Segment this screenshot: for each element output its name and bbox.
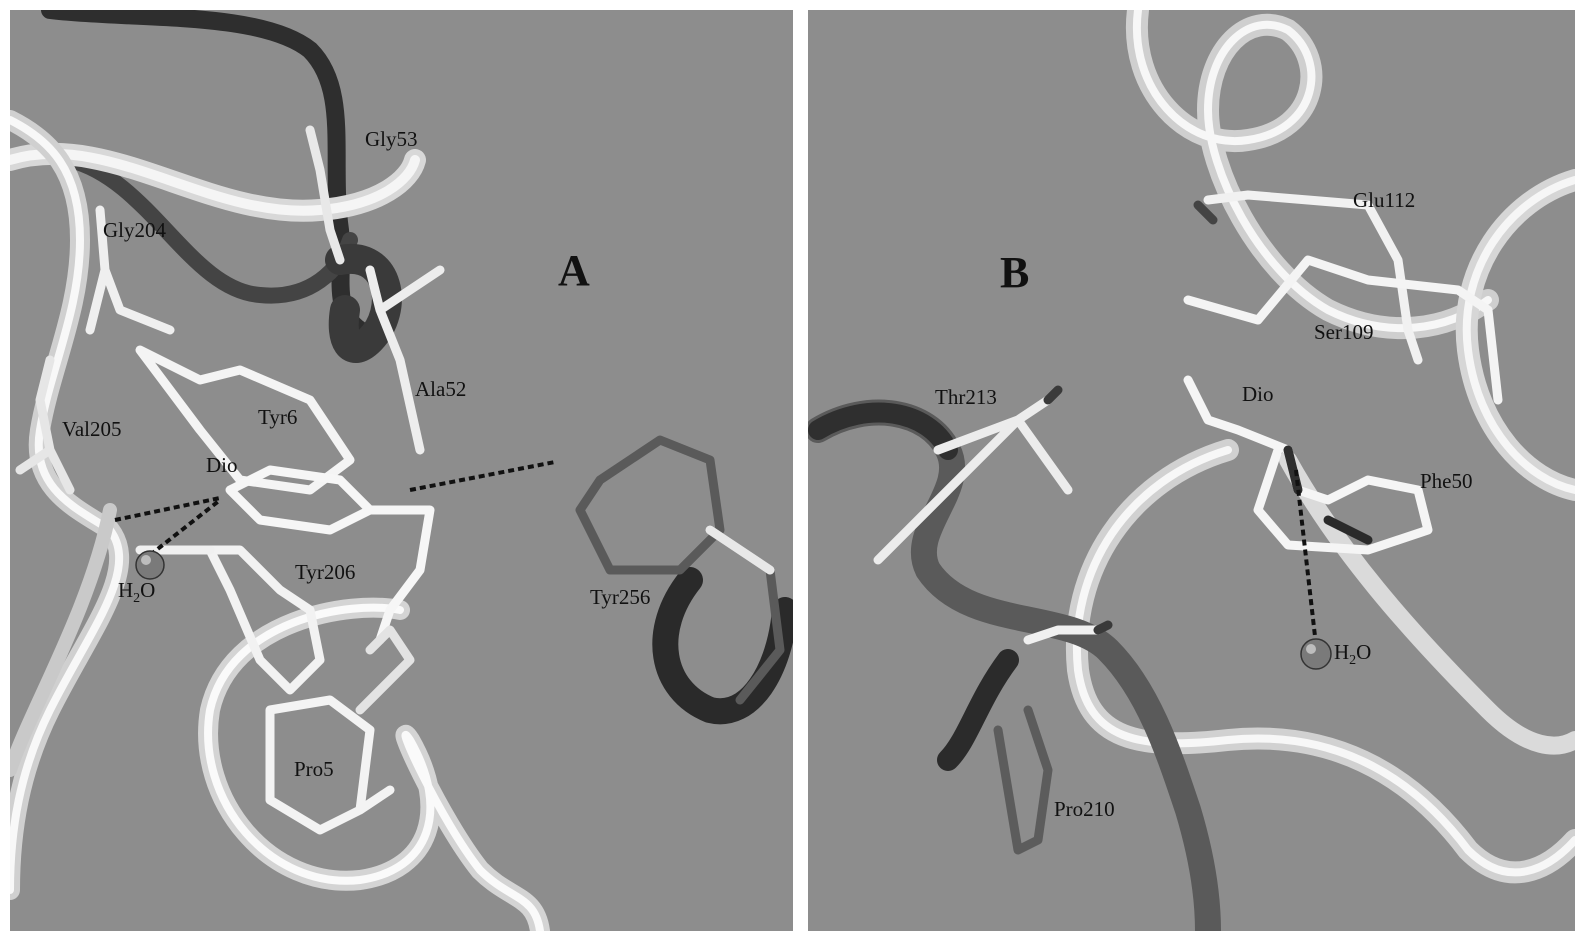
label-pro210: Pro210: [1054, 797, 1115, 822]
label-tyr256: Tyr256: [590, 585, 650, 610]
label-gly204: Gly204: [103, 218, 166, 243]
panel-a-letter: A: [558, 245, 590, 296]
panel-b: B Glu112 Ser109 Thr213 Dio Phe50 Pro210 …: [808, 10, 1575, 931]
label-dio-a: Dio: [206, 453, 238, 478]
panel-a: A Gly53 Gly204 Ala52 Tyr6 Val205 Dio Tyr…: [10, 10, 793, 931]
label-pro5: Pro5: [294, 757, 334, 782]
label-water-b: H2O: [1334, 640, 1371, 669]
label-val205: Val205: [62, 417, 122, 442]
label-ser109: Ser109: [1314, 320, 1374, 345]
water-sphere: [1301, 639, 1331, 669]
water-sphere: [136, 551, 164, 579]
label-thr213: Thr213: [935, 385, 997, 410]
label-phe50: Phe50: [1420, 469, 1473, 494]
label-tyr206: Tyr206: [295, 560, 355, 585]
label-tyr6: Tyr6: [258, 405, 297, 430]
label-water-a: H2O: [118, 578, 155, 607]
label-gly53: Gly53: [365, 127, 418, 152]
label-dio-b: Dio: [1242, 382, 1274, 407]
label-glu112: Glu112: [1353, 188, 1415, 213]
panel-b-letter: B: [1000, 247, 1029, 298]
label-ala52: Ala52: [415, 377, 466, 402]
